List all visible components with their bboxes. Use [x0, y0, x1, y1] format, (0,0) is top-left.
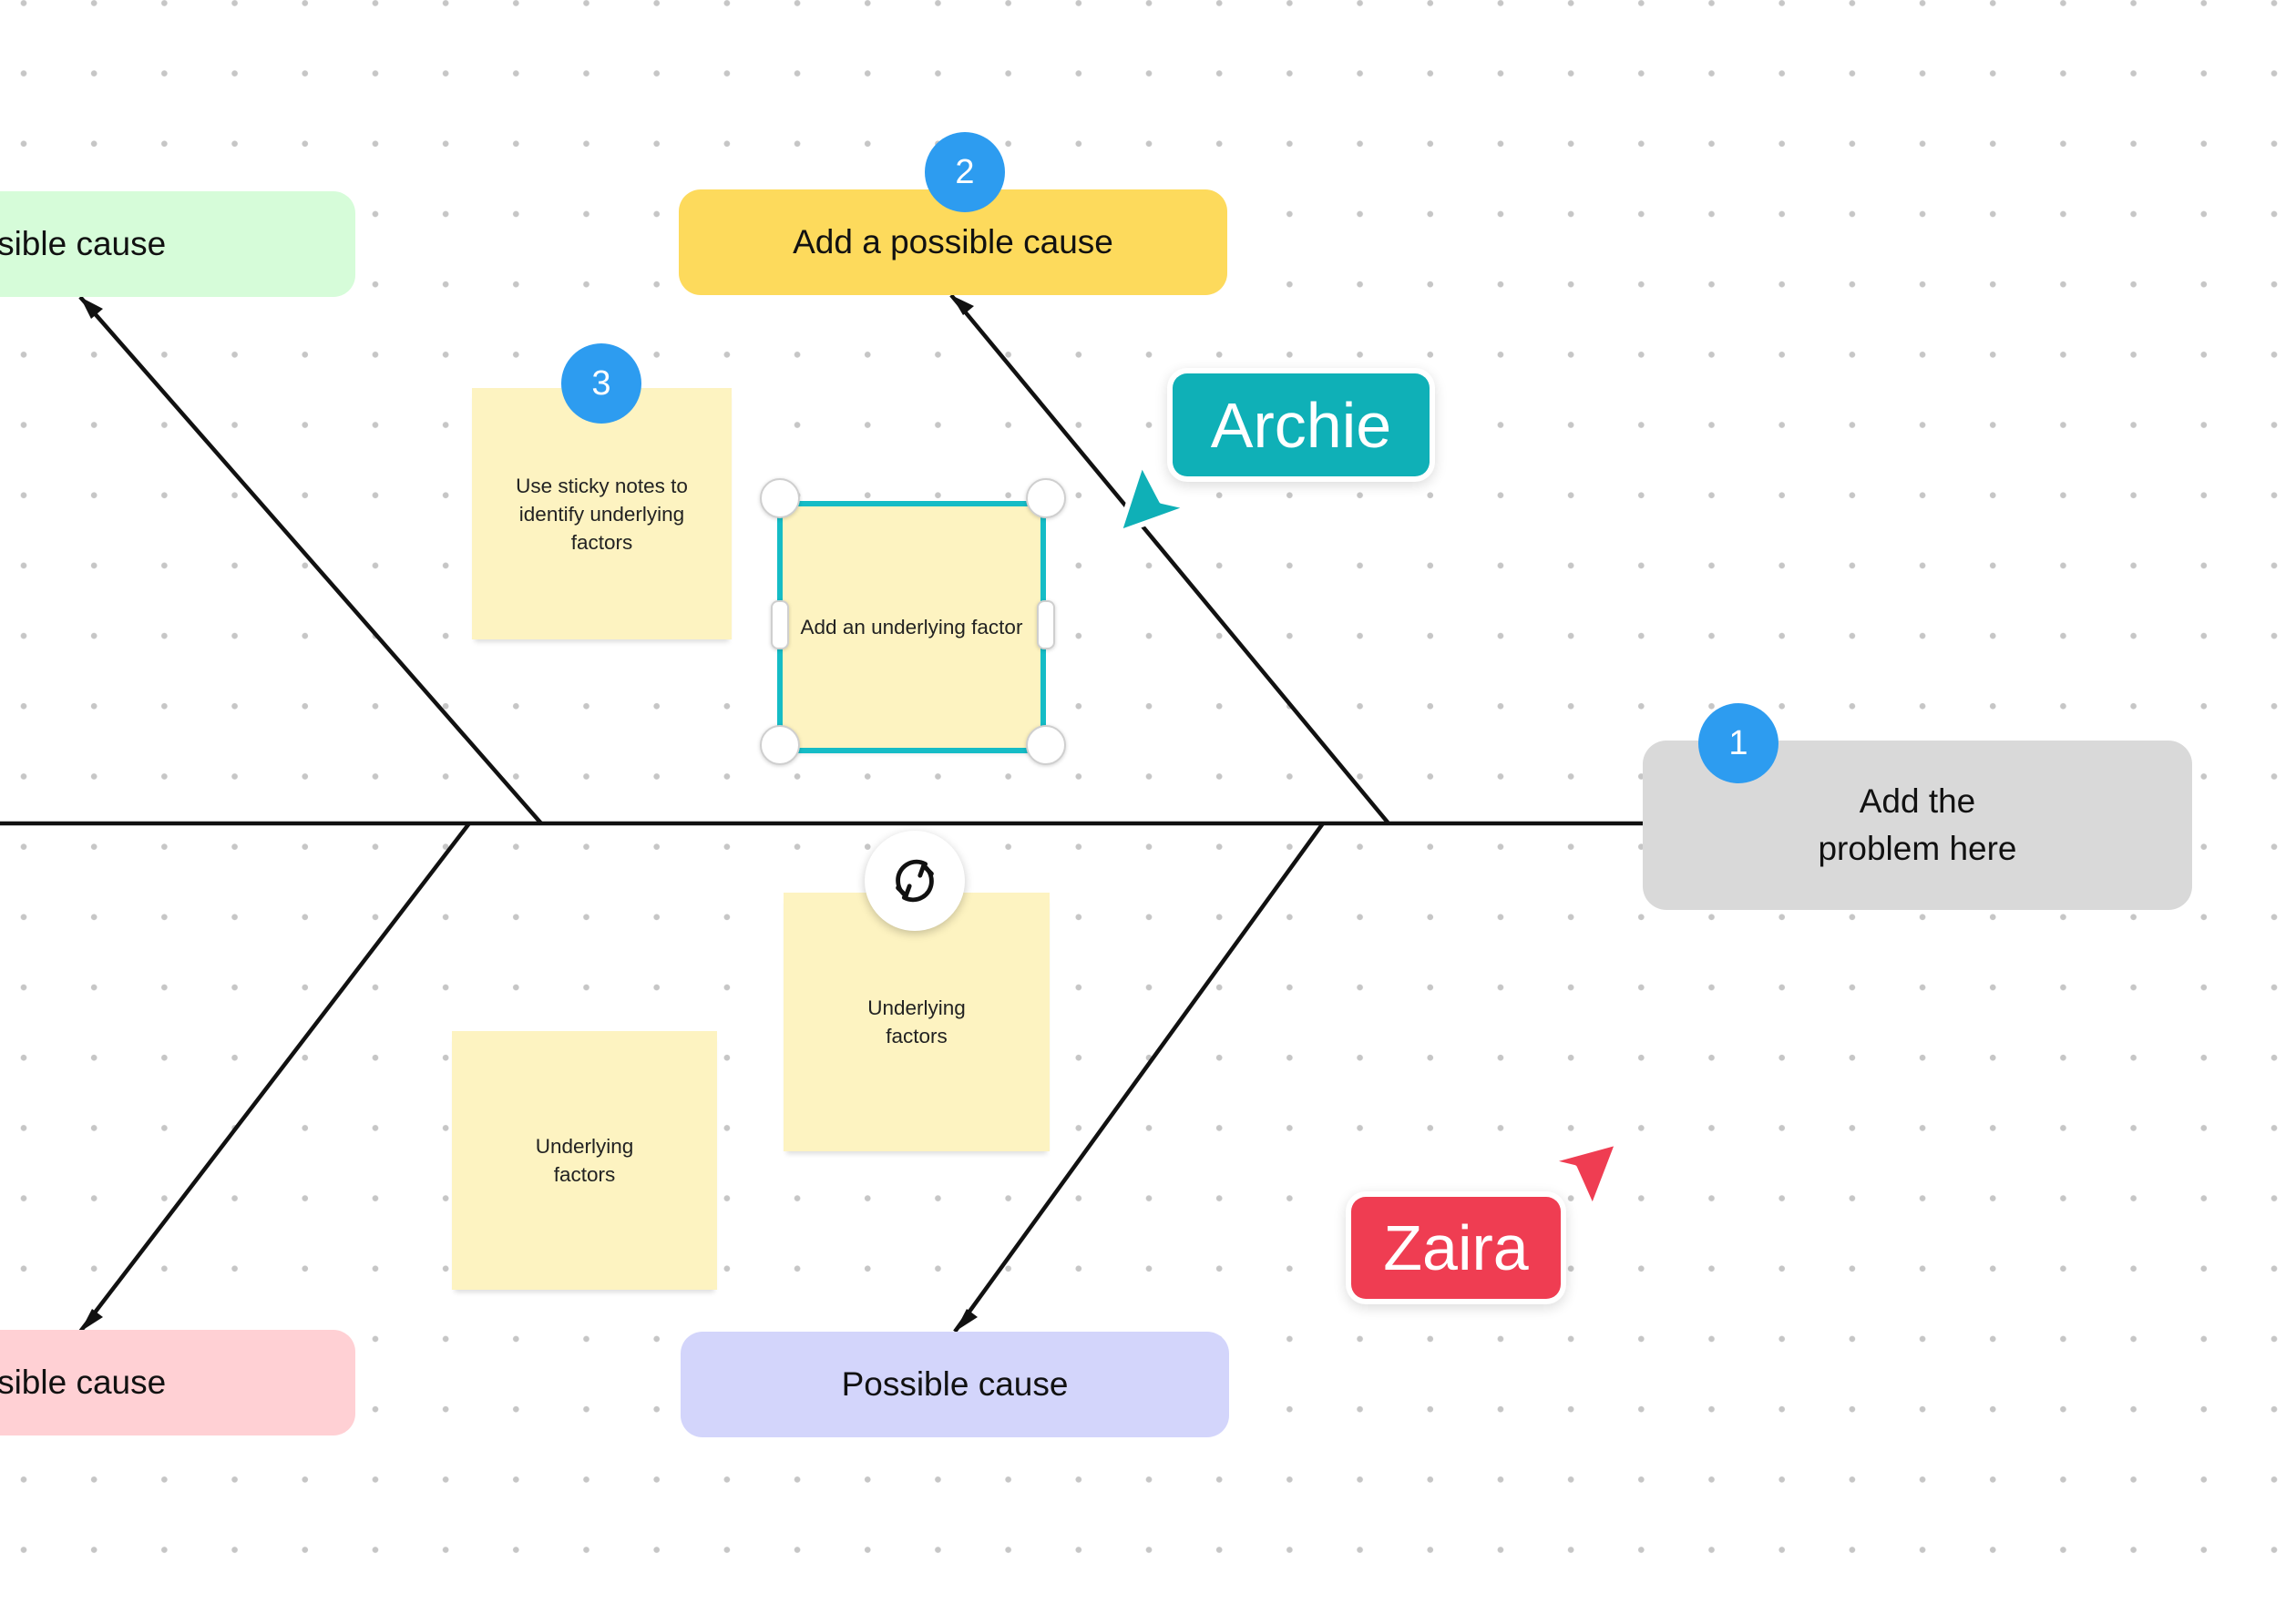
sticky-note-text: Underlying factors	[535, 1135, 634, 1186]
resize-handle-top-left[interactable]	[760, 478, 800, 518]
resize-handle-bottom-right[interactable]	[1026, 725, 1066, 765]
problem-box[interactable]: Add the problem here	[1643, 741, 2192, 910]
sticky-note-selected[interactable]: Add an underlying factor	[780, 504, 1043, 751]
resize-handle-top-right[interactable]	[1026, 478, 1066, 518]
sticky-note-text: Underlying factors	[867, 996, 966, 1047]
cause-label: Possible cause	[841, 1365, 1069, 1403]
cause-box-top-left[interactable]: ossible cause	[0, 191, 355, 297]
bone-bottom-center	[953, 822, 1325, 1333]
resize-handle-left[interactable]	[771, 600, 789, 649]
sticky-note-text: Use sticky notes to identify underlying …	[516, 474, 688, 554]
bone-top-center	[949, 293, 1390, 825]
collaborator-tag-archie: Archie	[1173, 373, 1430, 476]
resize-handle-bottom-left[interactable]	[760, 725, 800, 765]
cause-label: ossible cause	[0, 225, 167, 262]
rotate-button[interactable]	[865, 831, 965, 931]
bone-bottom-left	[78, 822, 471, 1333]
sticky-note-instructions[interactable]: Use sticky notes to identify underlying …	[472, 388, 732, 639]
step-badge-3: 3	[561, 343, 641, 424]
cause-label: ossible cause	[0, 1364, 167, 1401]
arrowhead-top-center	[951, 295, 974, 315]
arrowhead-top-left	[80, 297, 103, 319]
collaborator-name: Archie	[1210, 389, 1392, 461]
collaborator-tag-zaira: Zaira	[1351, 1197, 1561, 1299]
cursor-pointer-icon	[1545, 1139, 1621, 1211]
cursor-pointer-icon	[1116, 460, 1193, 536]
collaborator-name: Zaira	[1383, 1212, 1529, 1283]
step-badge-1: 1	[1698, 703, 1778, 783]
problem-label: Add the problem here	[1818, 782, 2017, 867]
step-badge-2: 2	[925, 132, 1005, 212]
cause-label: Add a possible cause	[793, 223, 1113, 261]
resize-handle-right[interactable]	[1037, 600, 1055, 649]
sticky-note-bottom-left[interactable]: Underlying factors	[452, 1031, 717, 1290]
sticky-note-bottom-center[interactable]: Underlying factors	[784, 893, 1050, 1151]
arrowhead-bottom-center	[955, 1309, 978, 1332]
arrowhead-bottom-left	[80, 1309, 103, 1332]
sticky-note-text: Add an underlying factor	[800, 616, 1023, 639]
rotate-icon	[896, 859, 934, 903]
bone-top-left	[78, 295, 543, 825]
cause-box-bottom-center[interactable]: Possible cause	[681, 1332, 1229, 1437]
step-badge-number: 1	[1728, 723, 1748, 762]
step-badge-number: 2	[955, 152, 975, 191]
cause-box-bottom-left[interactable]: ossible cause	[0, 1330, 355, 1435]
step-badge-number: 3	[591, 363, 611, 403]
